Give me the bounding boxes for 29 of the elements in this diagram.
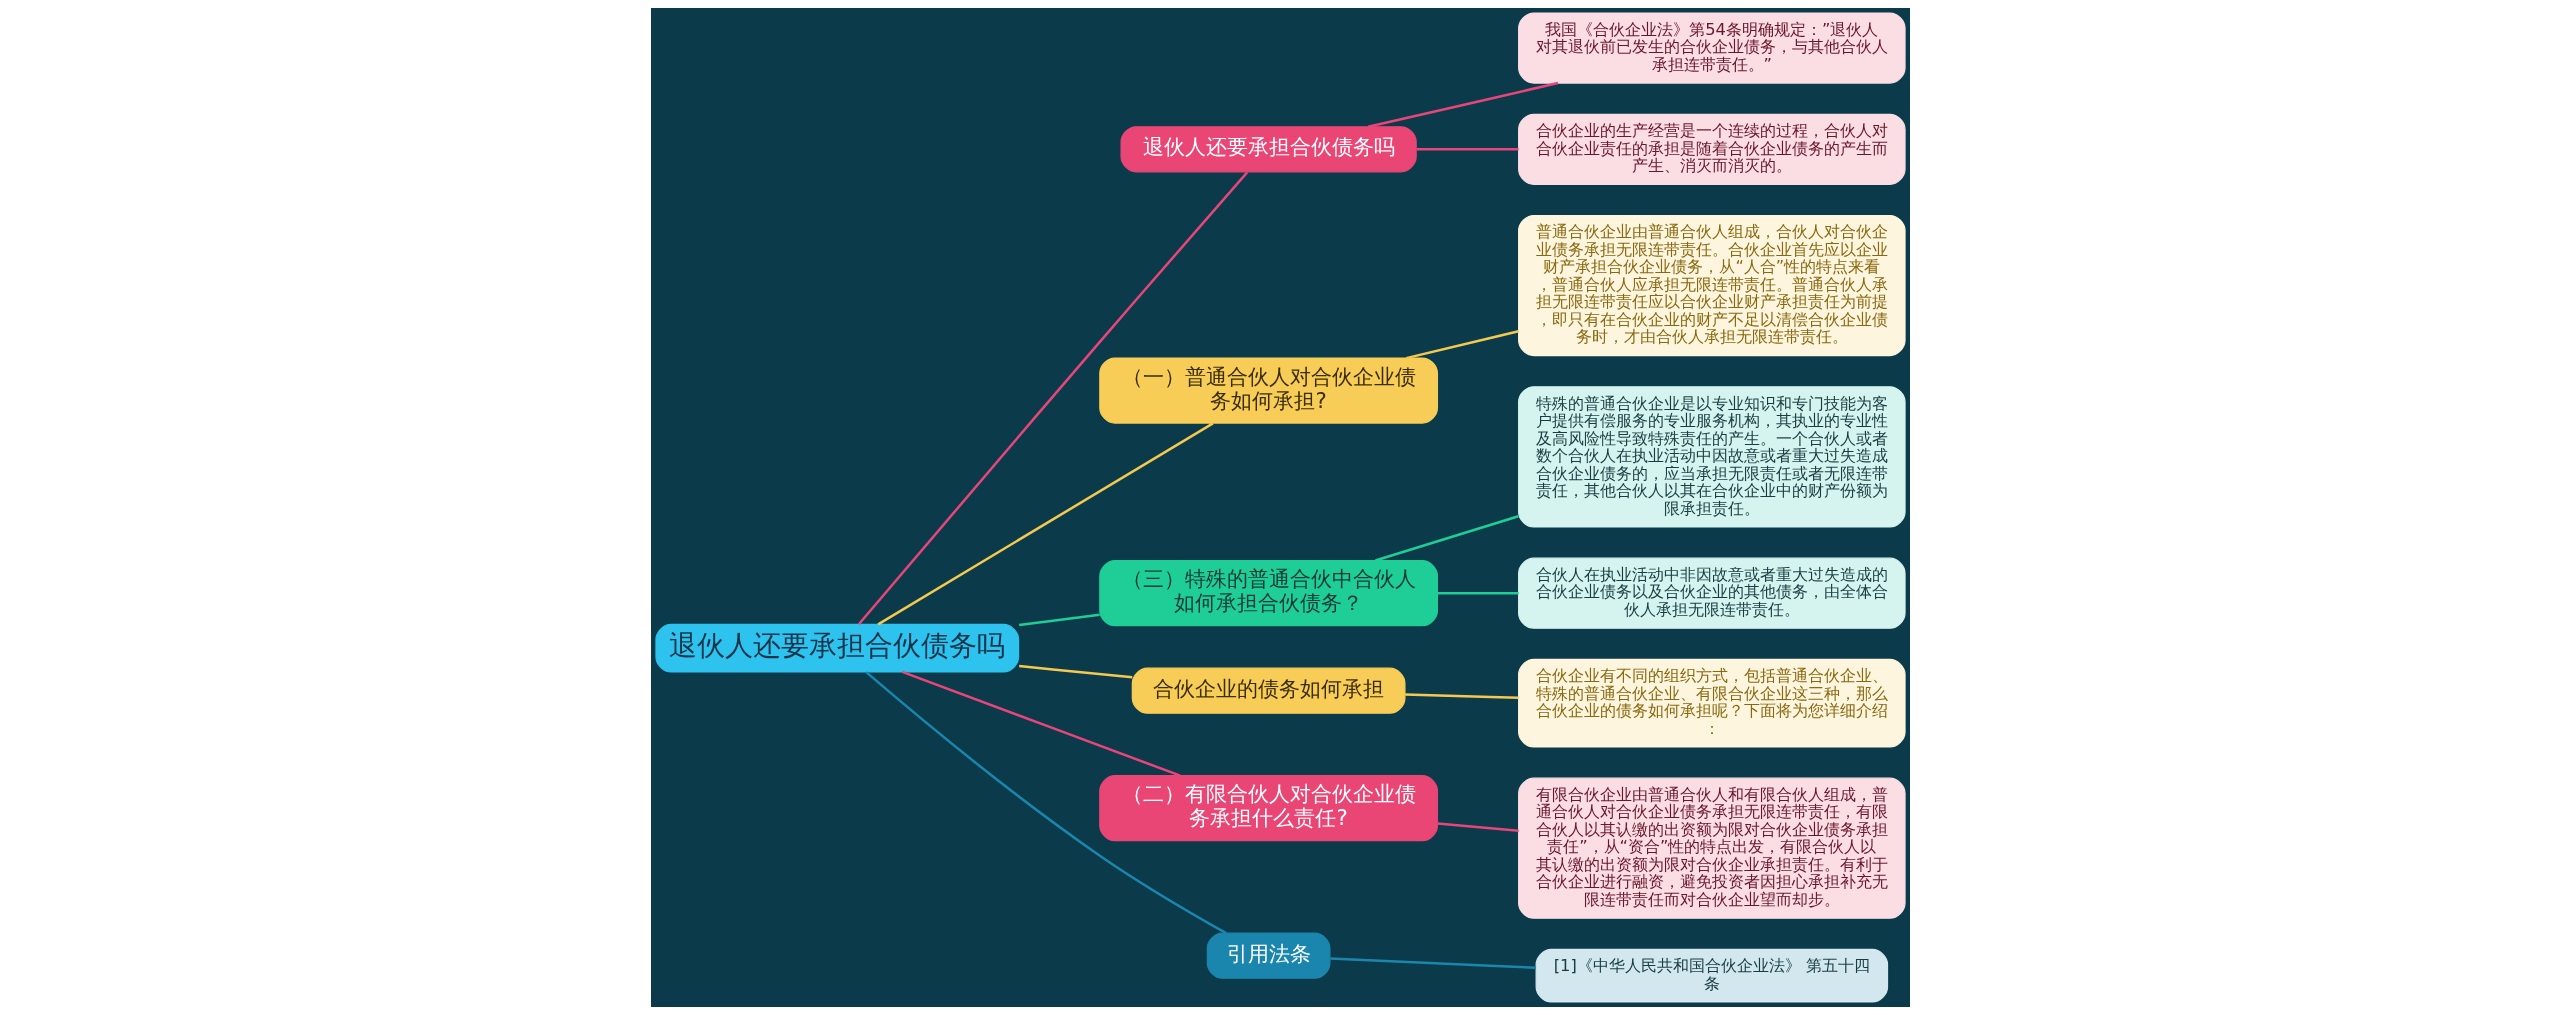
node-box: 合伙企业的生产经营是一个连续的过程，合伙人对合伙企业责任的承担是随着合伙企业债务的产生而产生、消灭而消灭的。 [1517,113,1906,185]
node-box: （二）有限合伙人对合伙企业债务承担什么责任? [1098,775,1438,842]
connector [1416,148,1519,151]
connector [857,171,1248,626]
node-box: 有限合伙企业由普通合伙人和有限合伙人组成，普通合伙人对合伙企业债务承担无限连带责任，有限合伙人以其认缴的出资额为限对合伙企业债务承担责任”，从“资合”性的特点出发，有限合伙人以其认缴的出资额为限对合伙企业承担责任。有利于合伙企业进行融资，避免投资者因担心承担补充无限连带责任而对合伙企业望而却步。 [1517,777,1906,919]
node-box: [1]《中华人民共和国合伙企业法》 第五十四条 [1535,948,1888,1003]
connector [1329,957,1536,970]
connector [876,422,1214,626]
node-box: 退伙人还要承担合伙债务吗 [1119,126,1417,173]
node-box: 合伙企业的债务如何承担 [1131,667,1406,714]
node-box: （三）特殊的普通合伙中合伙人如何承担合伙债务？ [1098,560,1438,627]
node-box: 合伙企业有不同的组织方式，包括普通合伙企业、特殊的普通合伙企业、有限合伙企业这三种，那么合伙企业的债务如何承担呢？下面将为您详细介绍： [1517,658,1906,748]
node-box: 合伙人在执业活动中非因故意或者重大过失造成的合伙企业债务以及合伙企业的其他债务，由全体合伙人承担无限连带责任。 [1517,557,1906,629]
connector [1405,330,1519,360]
connector [1436,591,1519,595]
node-box: 普通合伙企业由普通合伙人组成，合伙人对合伙企业债务承担无限连带责任。合伙企业首先应以企业财产承担合伙企业债务，从“人合”性的特点来看，普通合伙人应承担无限连带责任。普通合伙人承担无限连带责任应以合伙企业财产承担责任为前提，即只有在合伙企业的财产不足以清偿合伙企业债务时，才由合伙人承担无限连带责任。 [1517,214,1906,357]
connector [864,671,1227,935]
connector [1367,81,1558,128]
node-box: 退伙人还要承担合伙债务吗 [654,623,1019,673]
connector [1018,664,1132,679]
node-box: 引用法条 [1206,932,1330,979]
node-box: （一）普通合伙人对合伙企业债务如何承担? [1098,357,1438,424]
node-box: 我国《合伙企业法》第54条明确规定：”退伙人对其退伙前已发生的合伙企业债务，与其他合伙人承担连带责任。” [1517,12,1906,84]
connector [1436,822,1519,832]
connector [901,670,1181,777]
connector [1404,693,1518,699]
connector [1018,613,1100,627]
node-box: 特殊的普通合伙企业是以专业知识和专门技能为客户提供有偿服务的专业服务机构，其执业的专业性及高风险性导致特殊责任的产生。一个合伙人或者数个合伙人在执业活动中因故意或者重大过失造成合伙企业债务的，应当承担无限责任或者无限连带责任，其他合伙人以其在合伙企业中的财产份额为限承担责任。 [1517,386,1906,528]
connector [1374,515,1519,562]
